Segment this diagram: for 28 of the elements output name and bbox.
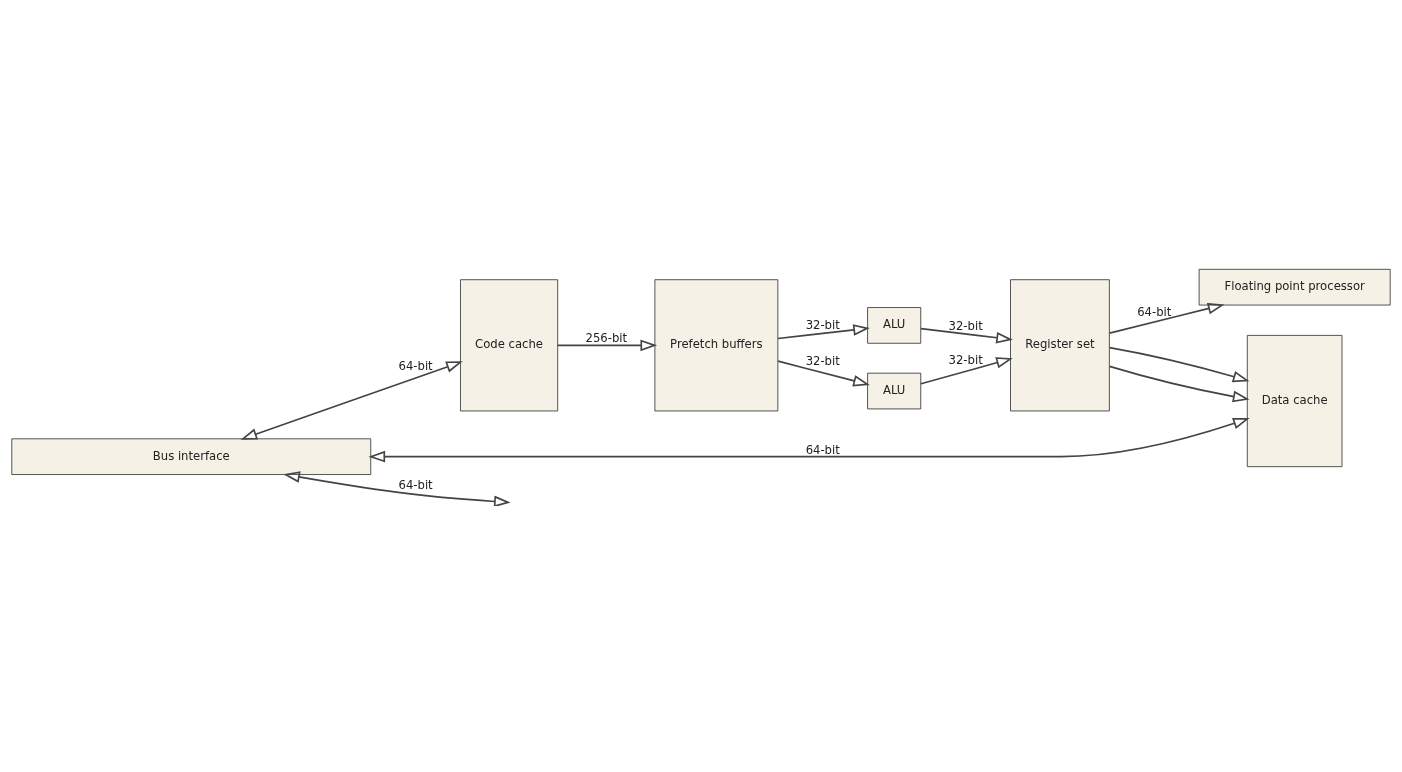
arrow: [283, 471, 511, 506]
node-box: ALU: [867, 307, 922, 344]
node-box: Data cache: [1246, 334, 1343, 468]
edge-label: 32-bit: [948, 318, 983, 333]
arrow: [1108, 346, 1250, 383]
arrow: [777, 324, 870, 340]
arrow: [557, 339, 658, 352]
node-box: Prefetch buffers: [654, 279, 779, 412]
edge-label: 64-bit: [398, 478, 433, 493]
arrow: [920, 327, 1013, 344]
node-box: Code cache: [460, 279, 559, 412]
arrow: [777, 360, 870, 387]
edge-label: 64-bit: [1137, 304, 1172, 319]
edge-label: 64-bit: [805, 442, 840, 457]
node-box: Floating point processor: [1198, 268, 1391, 306]
edge-label: 32-bit: [948, 352, 983, 367]
node-box: Register set: [1010, 279, 1110, 412]
edge-label: 64-bit: [398, 358, 433, 373]
node-box: Bus interface: [11, 438, 372, 475]
node-box: ALU: [867, 372, 922, 410]
arrow: [920, 357, 1013, 385]
edge-label: 32-bit: [805, 354, 840, 369]
edge-label: 32-bit: [805, 317, 840, 332]
arrow: [240, 361, 463, 440]
arrow: [1108, 365, 1250, 403]
edge-label: 256-bit: [585, 331, 628, 346]
arrow: [1108, 302, 1225, 334]
arrow: [368, 418, 1250, 463]
